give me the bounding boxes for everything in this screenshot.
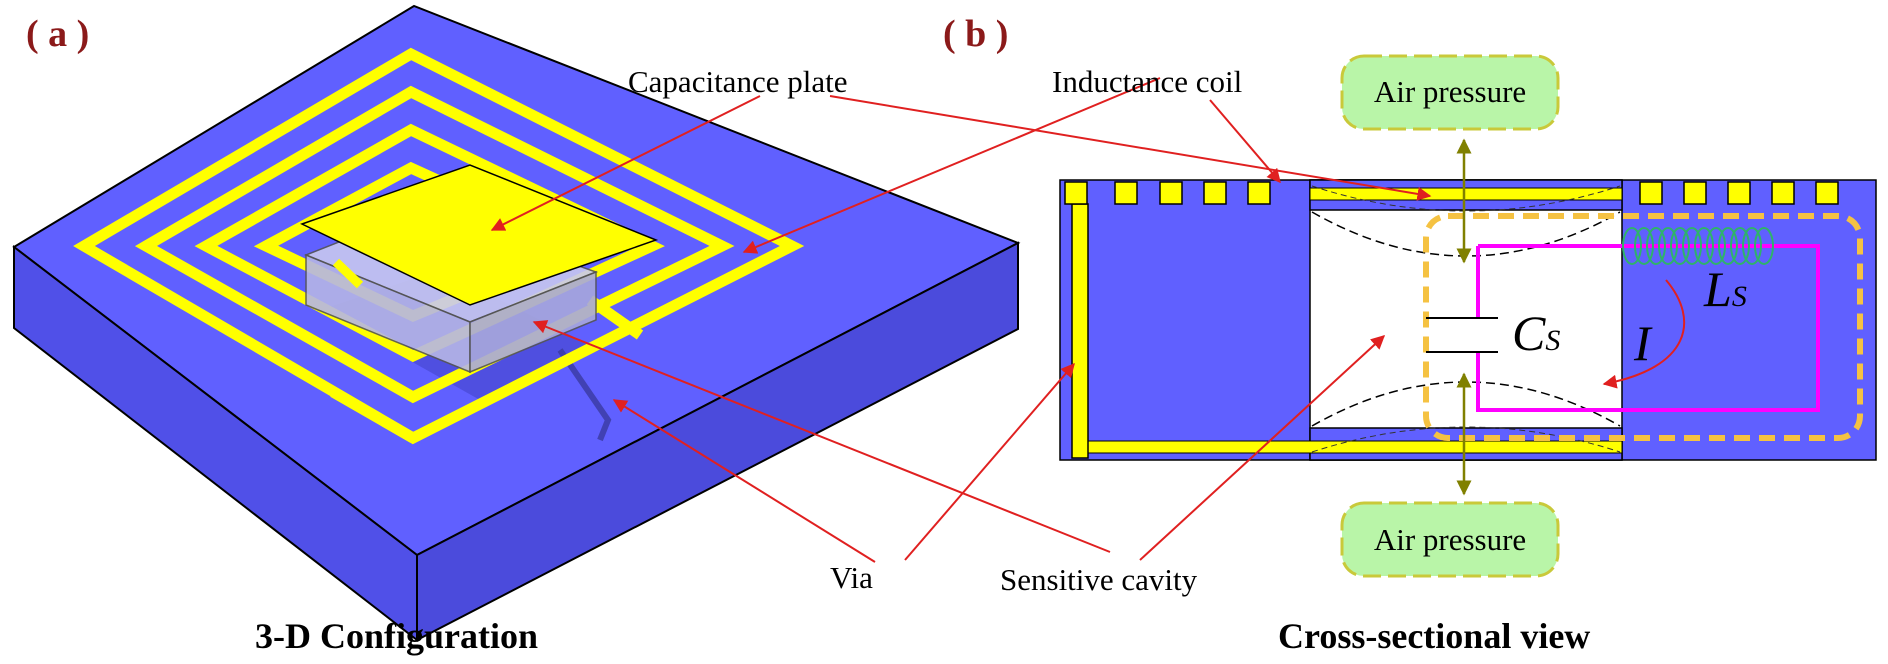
air-pressure-top: Air pressure xyxy=(1340,54,1560,131)
inductor-coil-symbol xyxy=(1622,227,1774,265)
plate-lead xyxy=(332,258,364,289)
label-via: Via xyxy=(830,560,873,595)
bottom-inner-arc xyxy=(1311,426,1621,453)
panel-a-caption: 3-D Configuration xyxy=(255,616,538,656)
pointer-via-3d xyxy=(612,399,876,563)
air-pressure-bottom-label: Air pressure xyxy=(1374,522,1526,557)
panel-a-3d-configuration: ( a ) Capacitance p xyxy=(12,4,1161,656)
equivalent-circuit-outline xyxy=(1423,213,1863,441)
air-pressure-bottom: Air pressure xyxy=(1340,501,1560,578)
via-shadow xyxy=(557,348,612,442)
via-cross-section xyxy=(1071,203,1089,459)
bottom-capacitor-plate xyxy=(1079,440,1623,454)
panel-b-tag: ( b ) xyxy=(943,13,1008,55)
label-inductance-coil: Inductance coil xyxy=(1052,64,1242,99)
spiral-coil-3d xyxy=(73,47,805,445)
lc-circuit-loop xyxy=(1476,244,1820,412)
pointer-cavity-3d xyxy=(532,320,1111,553)
capacitor-symbol xyxy=(1426,317,1498,353)
pointer-capacitance-plate xyxy=(490,95,761,231)
coil-turns-top xyxy=(1064,181,1839,205)
label-capacitance-plate: Capacitance plate xyxy=(628,64,847,99)
panel-b-caption: Cross-sectional view xyxy=(1278,616,1590,656)
air-pressure-top-label: Air pressure xyxy=(1374,74,1526,109)
symbol-cs: CS xyxy=(1512,305,1560,361)
sensitive-cavity xyxy=(1309,179,1623,461)
substrate-right-face xyxy=(416,241,1019,642)
pointer-via-section xyxy=(904,362,1075,561)
pointer-plate-section xyxy=(829,95,1432,201)
top-capacitor-plate xyxy=(1309,187,1623,201)
panel-b-cross-section: ( b ) Air pressure Air pressure xyxy=(829,13,1877,656)
symbol-current: I xyxy=(1633,315,1653,371)
symbol-ls: LS xyxy=(1703,261,1747,317)
panel-a-tag: ( a ) xyxy=(26,13,89,55)
current-direction-arrow xyxy=(1602,279,1686,389)
top-inner-arc xyxy=(1311,185,1621,212)
pointer-cavity-section xyxy=(1139,335,1386,561)
label-sensitive-cavity: Sensitive cavity xyxy=(1000,562,1198,597)
capacitance-plate-3d xyxy=(300,164,659,306)
pointer-coil-3d xyxy=(742,77,1161,254)
